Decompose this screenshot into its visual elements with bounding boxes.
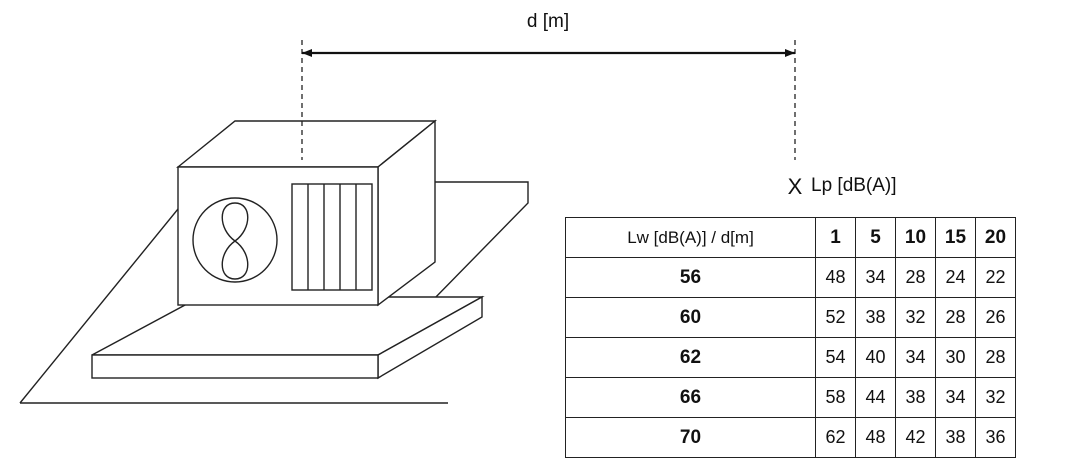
lp-cell: 30 [935, 337, 976, 378]
grille-icon [291, 183, 373, 291]
distance-header: 20 [975, 217, 1016, 258]
lp-cell: 44 [855, 377, 896, 418]
lp-cell: 34 [855, 257, 896, 298]
lp-cell: 28 [935, 297, 976, 338]
lp-cell: 26 [975, 297, 1016, 338]
ground-plane [19, 181, 529, 404]
lp-cell: 52 [815, 297, 856, 338]
distance-header: 5 [855, 217, 896, 258]
distance-header: 1 [815, 217, 856, 258]
lp-cell: 54 [815, 337, 856, 378]
lp-cell: 34 [935, 377, 976, 418]
lp-cell: 58 [815, 377, 856, 418]
fan-icon [192, 197, 278, 283]
lp-cell: 24 [935, 257, 976, 298]
lw-cell: 60 [565, 297, 816, 338]
distance-header: 15 [935, 217, 976, 258]
lw-cell: 62 [565, 337, 816, 378]
lp-cell: 48 [855, 417, 896, 458]
lp-cell: 28 [975, 337, 1016, 378]
table-header-row: Lw [dB(A)] / d[m] 1 5 10 15 20 [565, 217, 1016, 258]
lp-cell: 38 [855, 297, 896, 338]
lp-cell: 42 [895, 417, 936, 458]
table-row: 56 48 34 28 24 22 [565, 257, 1016, 298]
sound-pressure-table: Lw [dB(A)] / d[m] 1 5 10 15 20 56 48 34 … [565, 217, 1016, 458]
lp-cell: 32 [895, 297, 936, 338]
ac-outdoor-unit-icon [176, 119, 437, 307]
lw-cell: 70 [565, 417, 816, 458]
lw-cell: 66 [565, 377, 816, 418]
lp-cell: 62 [815, 417, 856, 458]
lp-cell: 28 [895, 257, 936, 298]
lp-cell: 32 [975, 377, 1016, 418]
corner-header: Lw [dB(A)] / d[m] [565, 217, 816, 258]
lp-cell: 48 [815, 257, 856, 298]
table-row: 70 62 48 42 38 36 [565, 417, 1016, 458]
table-row: 66 58 44 38 34 32 [565, 377, 1016, 418]
table-row: 62 54 40 34 30 28 [565, 337, 1016, 378]
distance-label: d [m] [527, 11, 569, 32]
lp-cell: 36 [975, 417, 1016, 458]
lp-cell: 38 [935, 417, 976, 458]
receiver-marker: X [788, 174, 803, 199]
lp-cell: 22 [975, 257, 1016, 298]
distance-header: 10 [895, 217, 936, 258]
lp-cell: 38 [895, 377, 936, 418]
lw-cell: 56 [565, 257, 816, 298]
table-row: 60 52 38 32 28 26 [565, 297, 1016, 338]
base-slab [91, 295, 485, 380]
lp-cell: 40 [855, 337, 896, 378]
lp-cell: 34 [895, 337, 936, 378]
receiver-label: Lp [dB(A)] [811, 175, 897, 196]
